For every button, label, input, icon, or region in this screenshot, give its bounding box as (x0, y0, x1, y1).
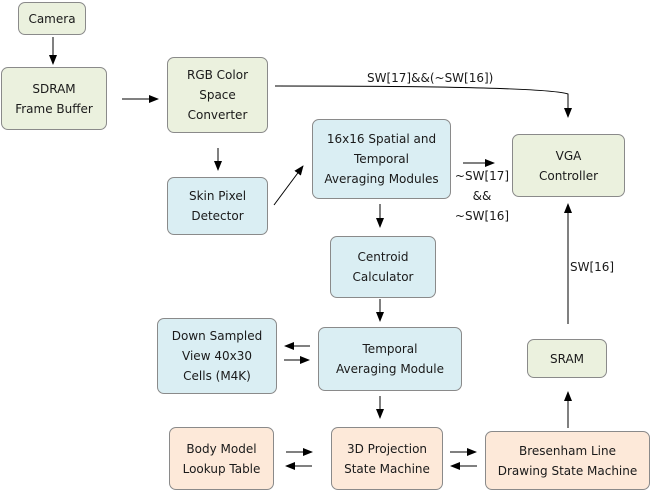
vga-label: VGA Controller (538, 148, 599, 183)
spatial-temporal-averaging-block: 16x16 Spatial and Temporal Averaging Mod… (312, 119, 451, 199)
sw-mid-condition-line-3: ~SW[16] (454, 209, 510, 223)
centroid-label: Centroid Calculator (352, 250, 414, 284)
sdram-label: SDRAM Frame Buffer (15, 81, 93, 116)
down-sampled-view-block: Down Sampled View 40x30 Cells (M4K) (157, 318, 277, 394)
arrow-rgb-to-vga (274, 85, 572, 118)
arrow-skin-to-spatial (273, 165, 304, 206)
sw-mid-condition-line-1: ~SW[17] (454, 169, 510, 183)
sdram-frame-buffer-block: SDRAM Frame Buffer (1, 67, 107, 130)
projection-label: 3D Projection State Machine (344, 441, 430, 476)
centroid-calculator-block: Centroid Calculator (330, 236, 436, 298)
sw-right-condition-label: SW[16] (570, 260, 615, 274)
temporal-label: Temporal Averaging Module (336, 342, 444, 376)
camera-label: Camera (28, 11, 76, 26)
rgb-label: RGB Color Space Converter (186, 68, 248, 122)
sw-top-condition-label: SW[17]&&(~SW[16]) (367, 71, 494, 85)
spatial-label: 16x16 Spatial and Temporal Averaging Mod… (324, 132, 439, 186)
camera-block: Camera (18, 2, 86, 35)
vga-controller-block: VGA Controller (512, 134, 625, 197)
sram-label: SRAM (549, 351, 585, 366)
sram-block: SRAM (527, 339, 607, 378)
skin-label: Skin Pixel Detector (188, 189, 247, 223)
bresenham-label: Bresenham Line Drawing State Machine (497, 443, 638, 478)
body-model-lookup-table-block: Body Model Lookup Table (169, 427, 274, 490)
downsampled-label: Down Sampled View 40x30 Cells (M4K) (171, 329, 263, 383)
temporal-averaging-module-block: Temporal Averaging Module (318, 327, 462, 391)
projection-state-machine-block: 3D Projection State Machine (331, 427, 443, 490)
rgb-color-space-converter-block: RGB Color Space Converter (167, 57, 268, 133)
bresenham-line-drawing-block: Bresenham Line Drawing State Machine (485, 431, 650, 490)
sw-mid-condition-line-2: && (472, 189, 492, 203)
body-model-label: Body Model Lookup Table (182, 441, 261, 476)
skin-pixel-detector-block: Skin Pixel Detector (167, 177, 268, 235)
